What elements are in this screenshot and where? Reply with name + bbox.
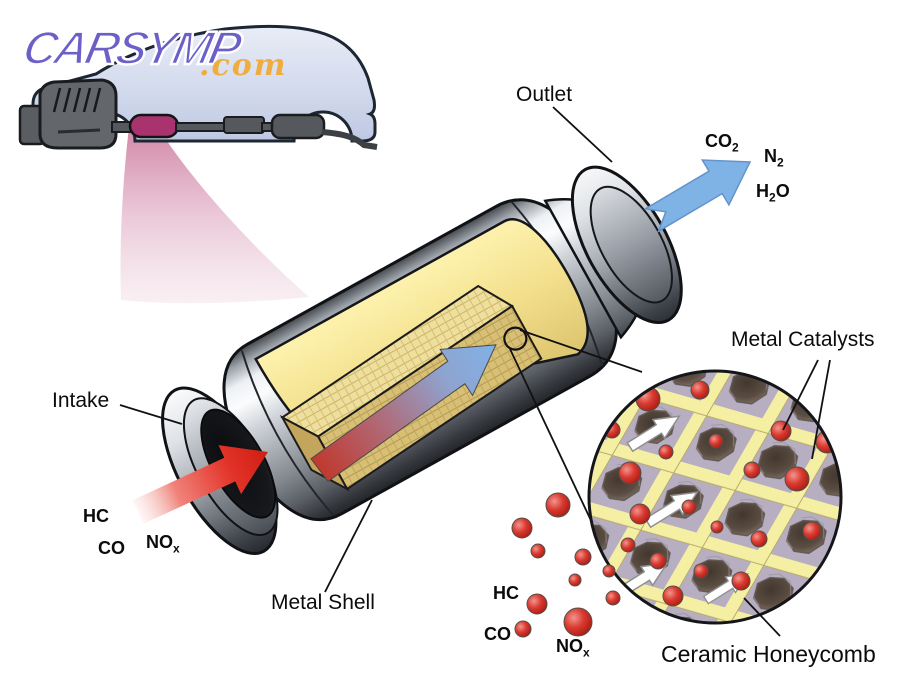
co-label-intake: CO — [98, 538, 125, 558]
nox-label-lens: NOx — [556, 636, 590, 660]
highlight-beam — [120, 112, 310, 304]
converter-assembly — [161, 165, 683, 555]
intake-red-arrow — [132, 445, 268, 524]
car-tailpipe — [321, 129, 378, 150]
co-label-lens: CO — [484, 624, 511, 644]
magnifier-source-circle — [503, 326, 528, 351]
pollutant-dots — [511, 492, 621, 638]
ceramic-honeycomb-callout-line — [743, 597, 781, 637]
outlet-callout-line — [552, 106, 613, 163]
metal-shell-label: Metal Shell — [271, 591, 375, 614]
intake-callout-line — [119, 404, 183, 425]
flow-arrow — [310, 344, 497, 483]
nox-label-intake: NOx — [146, 532, 180, 556]
carsymp-logo-tld: .com — [199, 48, 288, 83]
car-illustration — [18, 24, 378, 150]
outlet-blue-arrow — [643, 159, 752, 233]
magnifier-circle — [587, 369, 843, 625]
label-callout-lines — [119, 106, 831, 637]
metal-catalysts-label: Metal Catalysts — [731, 328, 875, 351]
metal-catalysts-callout-line-1 — [782, 359, 819, 431]
outlet-label: Outlet — [516, 83, 573, 106]
ceramic-honeycomb-label: Ceramic Honeycomb — [661, 641, 876, 667]
metal-catalysts-callout-line-2 — [811, 359, 831, 460]
hc-label-intake: HC — [83, 506, 109, 526]
h2o-label-outlet: H2O — [756, 181, 790, 205]
car-engine — [38, 78, 118, 150]
n2-label-outlet: N2 — [764, 146, 784, 170]
intake-label: Intake — [52, 389, 110, 412]
metal-shell-callout-line — [324, 499, 373, 593]
hc-label-lens: HC — [493, 583, 519, 603]
car-muffler — [270, 113, 326, 140]
co2-label-outlet: CO2 — [705, 131, 739, 155]
car-catalytic-converter-highlight — [128, 113, 180, 139]
car-resonator — [223, 116, 265, 134]
